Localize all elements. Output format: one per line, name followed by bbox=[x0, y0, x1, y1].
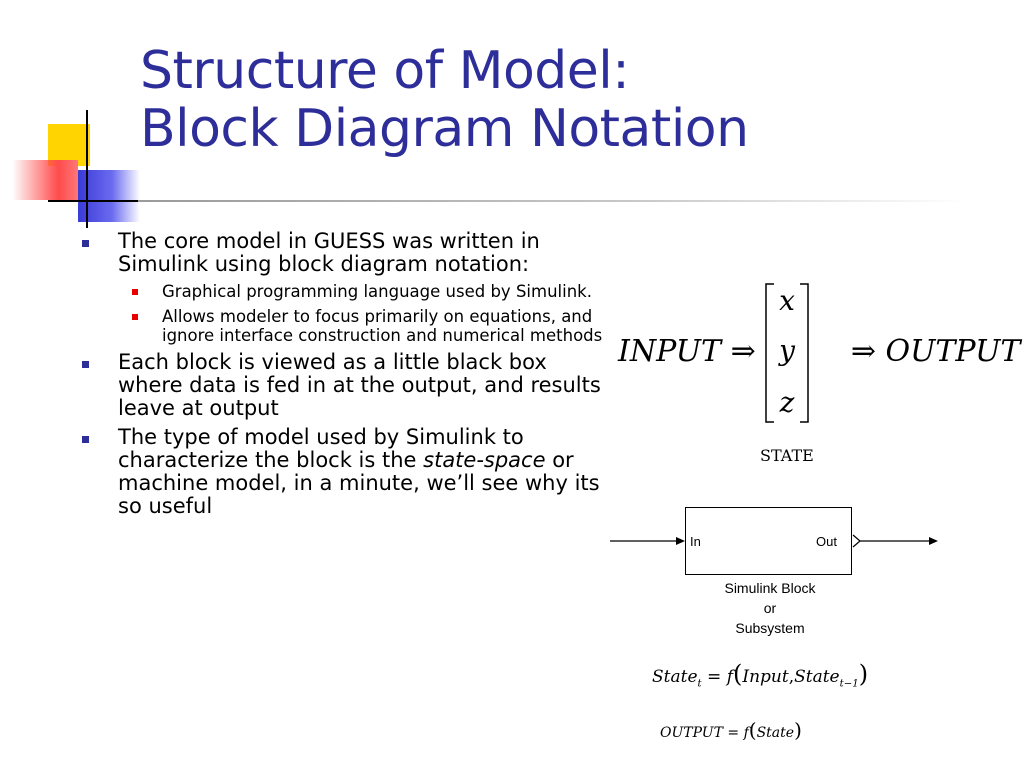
decor-vertical-line bbox=[86, 110, 88, 228]
bullet-text: Each block is viewed as a little black b… bbox=[118, 350, 601, 420]
block-caption: Simulink Block or Subsystem bbox=[700, 578, 840, 638]
implies-arrow-icon: ⇒ bbox=[850, 334, 876, 369]
bullet-text-start: The type of model used by Simulink to ch… bbox=[118, 425, 524, 472]
eq2-arg: State bbox=[756, 725, 795, 741]
bullet-text: The core model in GUESS was written in S… bbox=[118, 229, 540, 276]
eq2-lhs: OUTPUT bbox=[660, 725, 723, 741]
state-label: STATE bbox=[760, 446, 814, 465]
decor-horizontal-line bbox=[48, 200, 138, 202]
decor-yellow-square bbox=[48, 124, 90, 166]
sub-bullet-marker bbox=[132, 314, 138, 320]
simulink-block: In Out bbox=[685, 507, 852, 575]
caption-line: Subsystem bbox=[735, 620, 805, 636]
title-divider bbox=[138, 200, 968, 202]
sub-bullet-text: Allows modeler to focus primarily on equ… bbox=[162, 307, 603, 345]
state-equation: INPUT ⇒ ⇒ OUTPUT bbox=[618, 332, 1020, 372]
implies-arrow-icon: ⇒ bbox=[730, 334, 756, 369]
eq2-f: f bbox=[743, 725, 749, 741]
bullet-item: The core model in GUESS was written in S… bbox=[80, 230, 610, 276]
eq1-arg1: Input bbox=[742, 667, 789, 687]
output-label: OUTPUT bbox=[885, 334, 1021, 369]
bullet-marker bbox=[82, 436, 89, 443]
bullet-text-end: or machine model, in a minute, we’ll see… bbox=[118, 448, 600, 518]
bullet-marker bbox=[82, 240, 89, 247]
eq1-arg2: State bbox=[794, 667, 840, 687]
output-equation: OUTPUT = f(State) bbox=[660, 718, 802, 742]
slide-title: Structure of Model: Block Diagram Notati… bbox=[140, 42, 749, 158]
state-var-y: y bbox=[779, 334, 795, 367]
block-out-port: Out bbox=[816, 534, 837, 549]
eq1-lhs-sub: t bbox=[697, 678, 702, 690]
sub-bullet-text: Graphical programming language used by S… bbox=[162, 282, 592, 301]
bullet-list: The core model in GUESS was written in S… bbox=[80, 230, 610, 524]
sub-bullet-marker bbox=[132, 289, 138, 295]
state-var-x: x bbox=[779, 284, 795, 317]
eq1-lhs: State bbox=[652, 667, 698, 687]
bullet-item: The type of model used by Simulink to ch… bbox=[80, 426, 610, 518]
sub-bullet-item: Graphical programming language used by S… bbox=[80, 282, 610, 301]
state-vector: x y z bbox=[764, 282, 810, 424]
title-line-1: Structure of Model: bbox=[140, 41, 630, 101]
sub-bullet-item: Allows modeler to focus primarily on equ… bbox=[80, 307, 610, 345]
decor-red-square bbox=[12, 160, 78, 200]
title-line-2: Block Diagram Notation bbox=[140, 99, 749, 159]
bullet-marker bbox=[82, 361, 89, 368]
block-in-port: In bbox=[690, 534, 701, 549]
caption-line: or bbox=[763, 600, 777, 616]
bullet-item: Each block is viewed as a little black b… bbox=[80, 351, 610, 420]
eq1-arg2-sub: t−1 bbox=[839, 678, 859, 690]
eq1-f: f bbox=[726, 667, 733, 687]
caption-line: Simulink Block bbox=[724, 580, 816, 596]
bullet-text-italic: state-space bbox=[423, 448, 546, 472]
decor-blue-square bbox=[78, 170, 140, 222]
input-label: INPUT bbox=[618, 334, 722, 369]
state-update-equation: Statet = f(Input,Statet−1) bbox=[652, 660, 869, 690]
matrix-brackets bbox=[765, 283, 809, 423]
state-var-z: z bbox=[779, 386, 795, 419]
